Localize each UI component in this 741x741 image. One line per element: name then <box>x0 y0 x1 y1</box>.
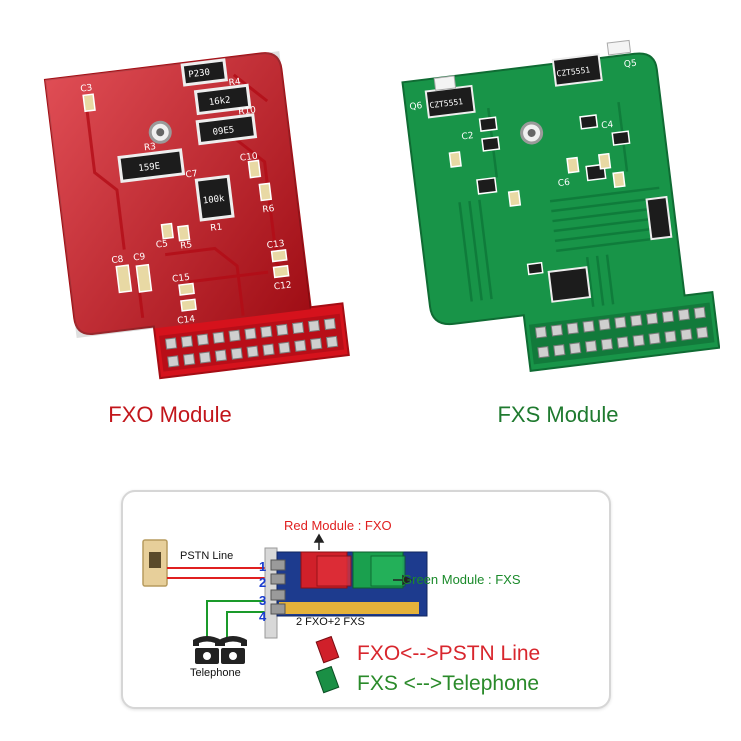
silk-label: C8 <box>111 255 124 266</box>
chip-text: 09E5 <box>212 125 235 138</box>
silk-label: C6 <box>557 178 570 189</box>
fxo-caption: FXO Module <box>108 402 232 427</box>
resistor-chips <box>117 58 258 222</box>
green-module <box>370 555 406 587</box>
silk-label: Q5 <box>623 59 637 70</box>
red-module-label: Red Module : FXO <box>284 518 392 533</box>
green-module-label: Green Module : FXS <box>402 572 521 587</box>
fxs-swatch <box>315 665 340 694</box>
legend-fxo-pstn: FXO<-->PSTN Line <box>357 642 541 665</box>
connection-diagram <box>142 533 428 694</box>
silk-label: C12 <box>273 280 292 292</box>
chip-text: CZT5551 <box>556 65 591 78</box>
silk-label: R3 <box>143 142 156 153</box>
silk-label: C15 <box>172 273 191 285</box>
pin-header <box>528 302 715 365</box>
red-module <box>316 555 352 587</box>
fxs-module-photo: CZT5551 CZT5551 Q6 Q5 C2 C4 C6 <box>401 39 720 372</box>
silk-label: R10 <box>238 105 257 117</box>
chip-text: P230 <box>188 68 211 81</box>
silk-label: RVO <box>200 44 225 60</box>
telephone-icon <box>193 636 221 664</box>
silk-label: R6 <box>262 204 275 215</box>
chip-text: 16k2 <box>208 95 231 108</box>
chip-text: 159E <box>138 162 161 175</box>
silk-label: C2 <box>461 131 474 142</box>
transistor-chips <box>424 53 673 303</box>
legend-fxs-telephone: FXS <-->Telephone <box>357 672 540 695</box>
card-label: 2 FXO+2 FXS <box>296 616 365 628</box>
chip-text: CZT5551 <box>429 97 464 110</box>
port-number-1: 1 <box>259 559 267 574</box>
silk-label: C7 <box>185 169 198 180</box>
silk-label: R4 <box>228 77 241 88</box>
pstn-line-label: PSTN Line <box>180 550 234 562</box>
silk-label: C5 <box>155 239 168 250</box>
wall-jack-icon <box>142 539 168 587</box>
silk-label: C9 <box>133 252 146 263</box>
silk-label: C4 <box>601 120 614 131</box>
silk-label: C3 <box>80 83 93 94</box>
silk-label: C14 <box>177 314 196 326</box>
port-number-4: 4 <box>259 609 267 624</box>
pin-header <box>159 313 345 372</box>
silk-label: Q6 <box>409 101 423 113</box>
silk-label: C13 <box>266 239 285 251</box>
silk-label: R1 <box>210 222 223 233</box>
silk-label: R5 <box>180 240 193 251</box>
telephone-icon <box>219 636 247 664</box>
voice-card <box>264 547 428 639</box>
fxo-swatch <box>315 635 340 664</box>
fxo-module-photo: P230 16k2 09E5 159E 100k RVO R4 R10 R3 <box>43 44 350 380</box>
silk-label: C10 <box>239 152 258 164</box>
fxs-caption: FXS Module <box>497 402 619 427</box>
port-number-3: 3 <box>259 593 267 608</box>
port-number-2: 2 <box>259 575 267 590</box>
telephone-label: Telephone <box>190 667 241 679</box>
chip-text: 100k <box>202 194 225 207</box>
